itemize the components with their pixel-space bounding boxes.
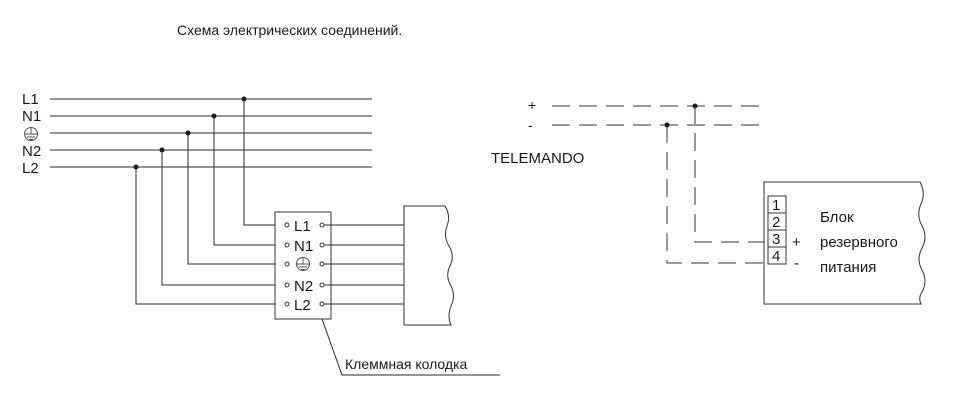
backup-polarity-minus: - (794, 255, 799, 272)
mains-label-l1: L1 (22, 91, 39, 108)
backup-terminal-label-4: 4 (772, 248, 780, 265)
terminal-block-leader (321, 318, 500, 376)
telemando-wire-minus (666, 125, 764, 264)
telemando-minus-label: - (528, 117, 533, 133)
device-unit (403, 205, 454, 326)
mains-label-n2: N2 (22, 143, 41, 160)
backup-terminal-label-3: 3 (772, 231, 780, 248)
terminal-out-pe (319, 261, 325, 267)
wire-n1 (213, 116, 287, 246)
terminal-label-l2: L2 (294, 297, 311, 314)
backup-unit-name-line-3: питания (820, 259, 876, 276)
protective-earth-icon (24, 127, 38, 141)
wire-pe (187, 133, 287, 265)
terminal-in-n2 (284, 282, 290, 288)
terminal-out-n2 (319, 282, 325, 288)
backup-power-unit: 1 2 3 4 + - Блок резервного питания (763, 181, 926, 305)
backup-unit-name-line-2: резервного (820, 234, 898, 251)
backup-unit-body (763, 181, 926, 305)
mains-bus: L1 N1 N2 L2 (22, 91, 372, 305)
terminal-out-l1 (319, 222, 325, 228)
terminal-label-n1: N1 (294, 238, 313, 255)
wire-l1 (243, 99, 287, 226)
backup-terminal-label-1: 1 (772, 197, 780, 214)
mains-label-n1: N1 (22, 108, 41, 125)
terminal-label-l1: L1 (294, 218, 311, 235)
mains-label-l2: L2 (22, 160, 39, 177)
diagram-title: Схема электрических соединений. (177, 22, 402, 38)
terminal-label-n2: N2 (294, 278, 313, 295)
terminal-in-l1 (284, 222, 290, 228)
wire-n2 (161, 150, 287, 286)
wire-l2 (135, 167, 287, 305)
terminal-out-n1 (319, 242, 325, 248)
backup-polarity-plus: + (792, 234, 801, 251)
protective-earth-icon (296, 257, 310, 271)
terminal-in-pe (284, 261, 290, 267)
telemando-plus-label: + (528, 97, 536, 113)
terminal-block-caption: Клеммная колодка (345, 356, 468, 372)
telemando-label: TELEMANDO (491, 150, 584, 167)
terminal-in-l2 (284, 301, 290, 307)
telemando-link: + - TELEMANDO (491, 97, 765, 264)
backup-terminal-4 (767, 246, 787, 265)
terminal-in-n1 (284, 242, 290, 248)
telemando-wire-plus (694, 106, 764, 243)
terminal-out-l2 (319, 301, 325, 307)
backup-terminal-label-2: 2 (772, 214, 780, 231)
terminal-block: L1 N1 N2 L2 Клеммная колодка (274, 211, 500, 376)
backup-unit-name-line-1: Блок (820, 209, 854, 226)
